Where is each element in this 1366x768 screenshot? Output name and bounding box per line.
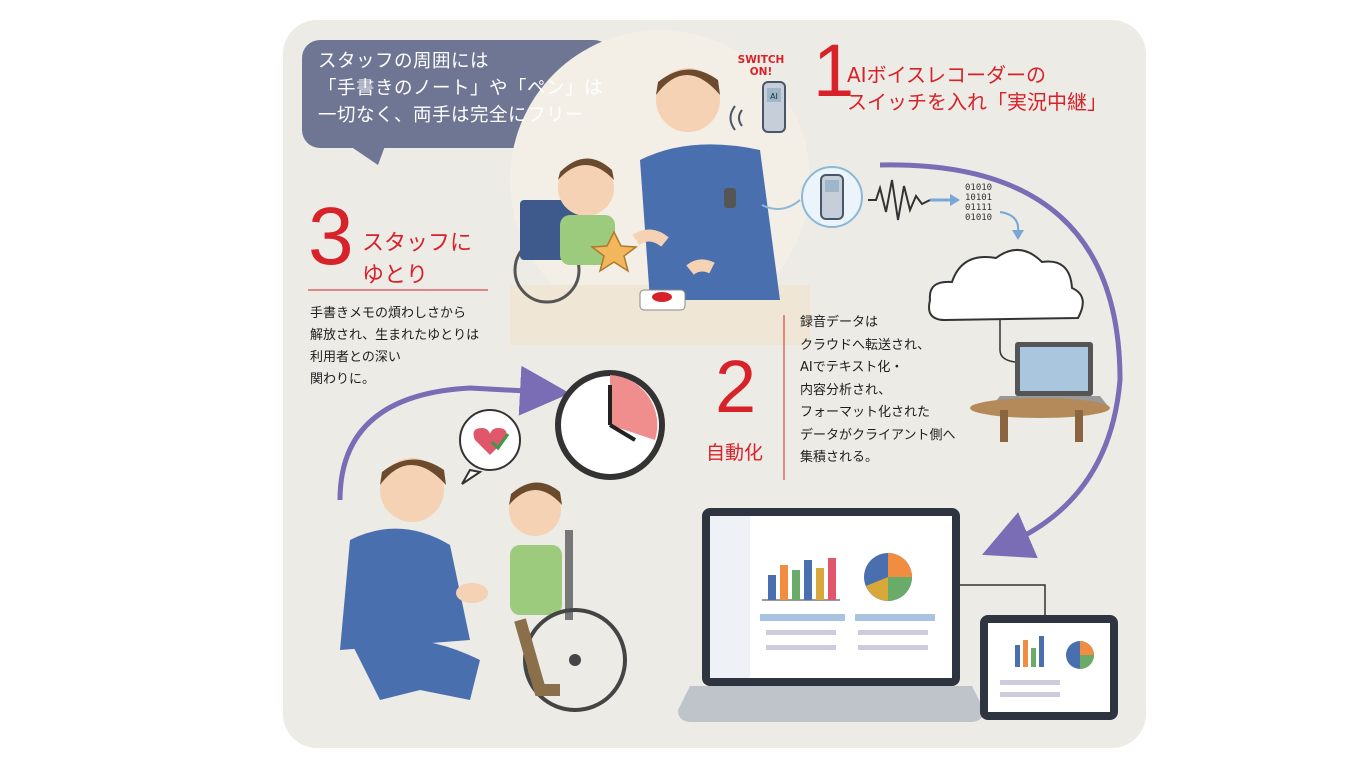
clock-icon bbox=[555, 370, 665, 480]
svg-text:01111: 01111 bbox=[965, 203, 992, 213]
binary-data: 01010 10101 01111 01010 bbox=[965, 183, 992, 223]
svg-text:01010: 01010 bbox=[965, 183, 992, 193]
step2-label: 自動化 bbox=[706, 442, 764, 464]
dashboard-laptop bbox=[678, 508, 984, 722]
switch-on-badge: SWITCH ON! bbox=[737, 54, 785, 78]
step3-label: スタッフに ゆとり bbox=[362, 231, 473, 288]
step3-description: 手書きメモの煩わしさから 解放され、生まれたゆとりは 利用者との深い 関わりに。 bbox=[310, 306, 480, 387]
speech-bubble-text: スタッフの周囲には 「手書きのノート」や「ペン」は 一切なく、両手は完全にフリー bbox=[318, 51, 604, 126]
svg-text:10101: 10101 bbox=[965, 193, 992, 203]
illustration-card: AI 01010 10101 01111 01010 bbox=[283, 20, 1146, 748]
staff-and-child-bottom bbox=[340, 458, 627, 712]
bar-chart-icon bbox=[762, 558, 840, 601]
step1-label: AIボイスレコーダーの スイッチを入れ「実況中継」 bbox=[847, 63, 1107, 114]
flow-arrow-left bbox=[337, 365, 570, 501]
tablet-icon bbox=[980, 615, 1118, 720]
cloud-icon bbox=[928, 249, 1084, 322]
recorder-label: AI bbox=[770, 92, 778, 101]
staff-and-child-top: AI bbox=[513, 68, 786, 311]
step1-number: 1 bbox=[813, 29, 855, 112]
step2-description: 録音データは クラウドへ転送され、 AIでテキスト化・ 内容分析され、 フォーマ… bbox=[800, 315, 956, 465]
flow-arrow-right bbox=[879, 162, 1123, 559]
heart-check-icon bbox=[459, 409, 521, 485]
pie-chart-icon bbox=[864, 553, 912, 601]
step2-number: 2 bbox=[715, 345, 757, 428]
step3-number: 3 bbox=[308, 191, 354, 282]
svg-text:01010: 01010 bbox=[965, 213, 992, 223]
laptop-icon bbox=[970, 342, 1110, 442]
voice-recorder-icon bbox=[761, 166, 863, 228]
sound-wave-icon bbox=[868, 179, 931, 221]
